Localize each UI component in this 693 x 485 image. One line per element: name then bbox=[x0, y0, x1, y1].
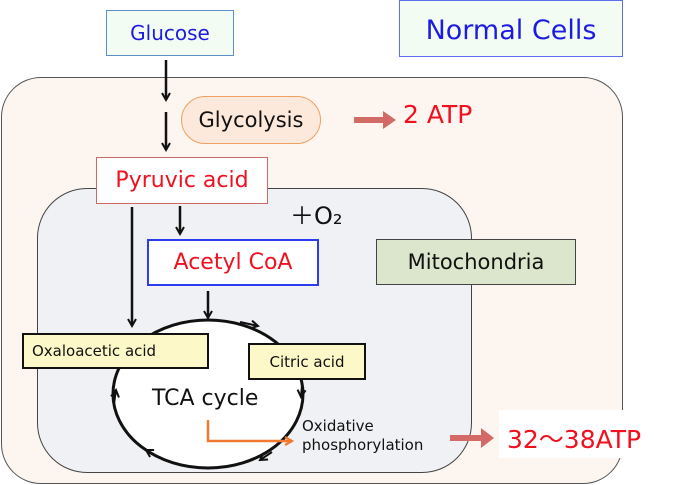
mitochondria-label-box: Mitochondria bbox=[376, 239, 576, 285]
pyruvic-acid-box: Pyruvic acid bbox=[96, 157, 268, 204]
mitochondria-label: Mitochondria bbox=[407, 250, 545, 274]
oxygen-label: ＋O₂ bbox=[290, 202, 343, 230]
atp-oxphos-label: 32〜38ATP bbox=[507, 425, 642, 454]
glucose-box: Glucose bbox=[106, 10, 234, 56]
acetyl-coa-box: Acetyl CoA bbox=[147, 239, 319, 286]
glycolysis-pill: Glycolysis bbox=[181, 96, 321, 144]
oxaloacetic-acid-label: Oxaloacetic acid bbox=[32, 342, 157, 360]
atp-glycolysis-label: 2 ATP bbox=[403, 100, 473, 129]
oxidative-phosphorylation-label: Oxidative phosphorylation bbox=[302, 417, 423, 455]
atp-oxphos-background bbox=[499, 410, 693, 458]
glucose-label: Glucose bbox=[130, 21, 210, 45]
title-label: Normal Cells bbox=[425, 15, 597, 46]
pyruvic-acid-label: Pyruvic acid bbox=[115, 168, 249, 193]
citric-acid-label: Citric acid bbox=[269, 352, 345, 371]
glycolysis-label: Glycolysis bbox=[198, 108, 304, 132]
citric-acid-box: Citric acid bbox=[248, 343, 366, 380]
oxaloacetic-acid-box: Oxaloacetic acid bbox=[22, 333, 209, 369]
tca-cycle-label: TCA cycle bbox=[152, 386, 259, 411]
oxphos-line-2: phosphorylation bbox=[302, 436, 424, 454]
acetyl-coa-label: Acetyl CoA bbox=[173, 250, 293, 275]
oxphos-line-1: Oxidative bbox=[302, 417, 374, 435]
title-box: Normal Cells bbox=[399, 0, 623, 57]
